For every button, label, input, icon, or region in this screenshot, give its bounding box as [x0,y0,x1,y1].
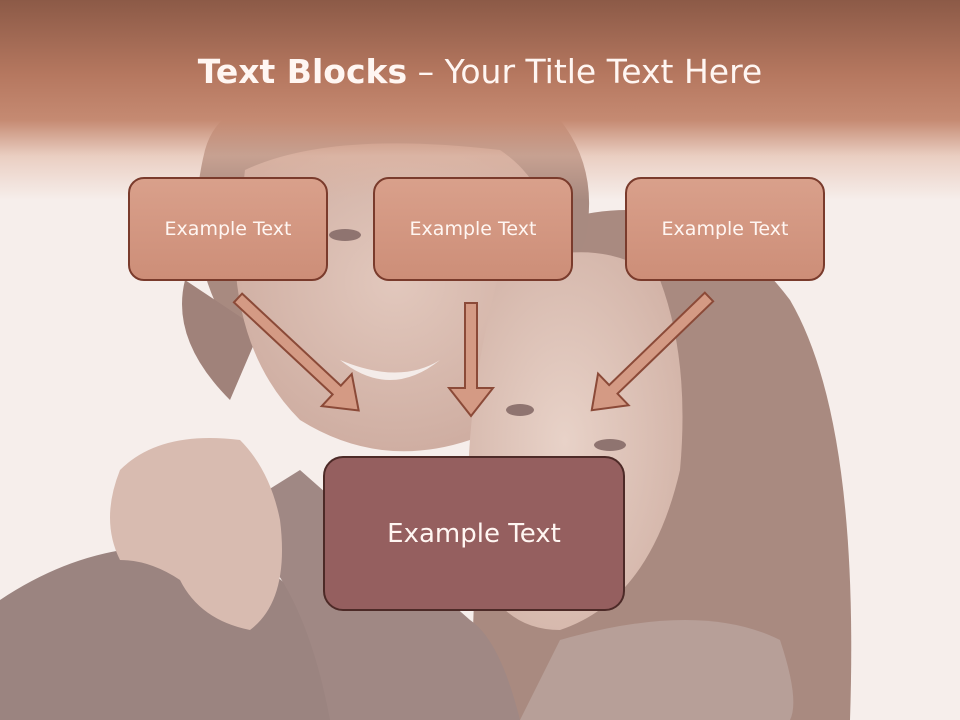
text-block-right-label: Example Text [661,218,789,240]
text-block-center[interactable]: Example Text [373,177,573,281]
arrow-right [590,291,715,412]
text-block-target-label: Example Text [387,518,561,549]
text-block-left-label: Example Text [164,218,292,240]
text-block-left[interactable]: Example Text [128,177,328,281]
text-block-center-label: Example Text [409,218,537,240]
slide-title[interactable]: Text Blocks – Your Title Text Here [0,52,960,91]
text-block-target[interactable]: Example Text [323,456,625,611]
arrow-left [232,292,360,412]
title-rest: Your Title Text Here [444,52,763,91]
title-bold: Text Blocks [197,52,408,91]
arrow-center [446,302,496,418]
title-dash: – [407,52,445,91]
title-banner [0,0,960,200]
text-block-right[interactable]: Example Text [625,177,825,281]
